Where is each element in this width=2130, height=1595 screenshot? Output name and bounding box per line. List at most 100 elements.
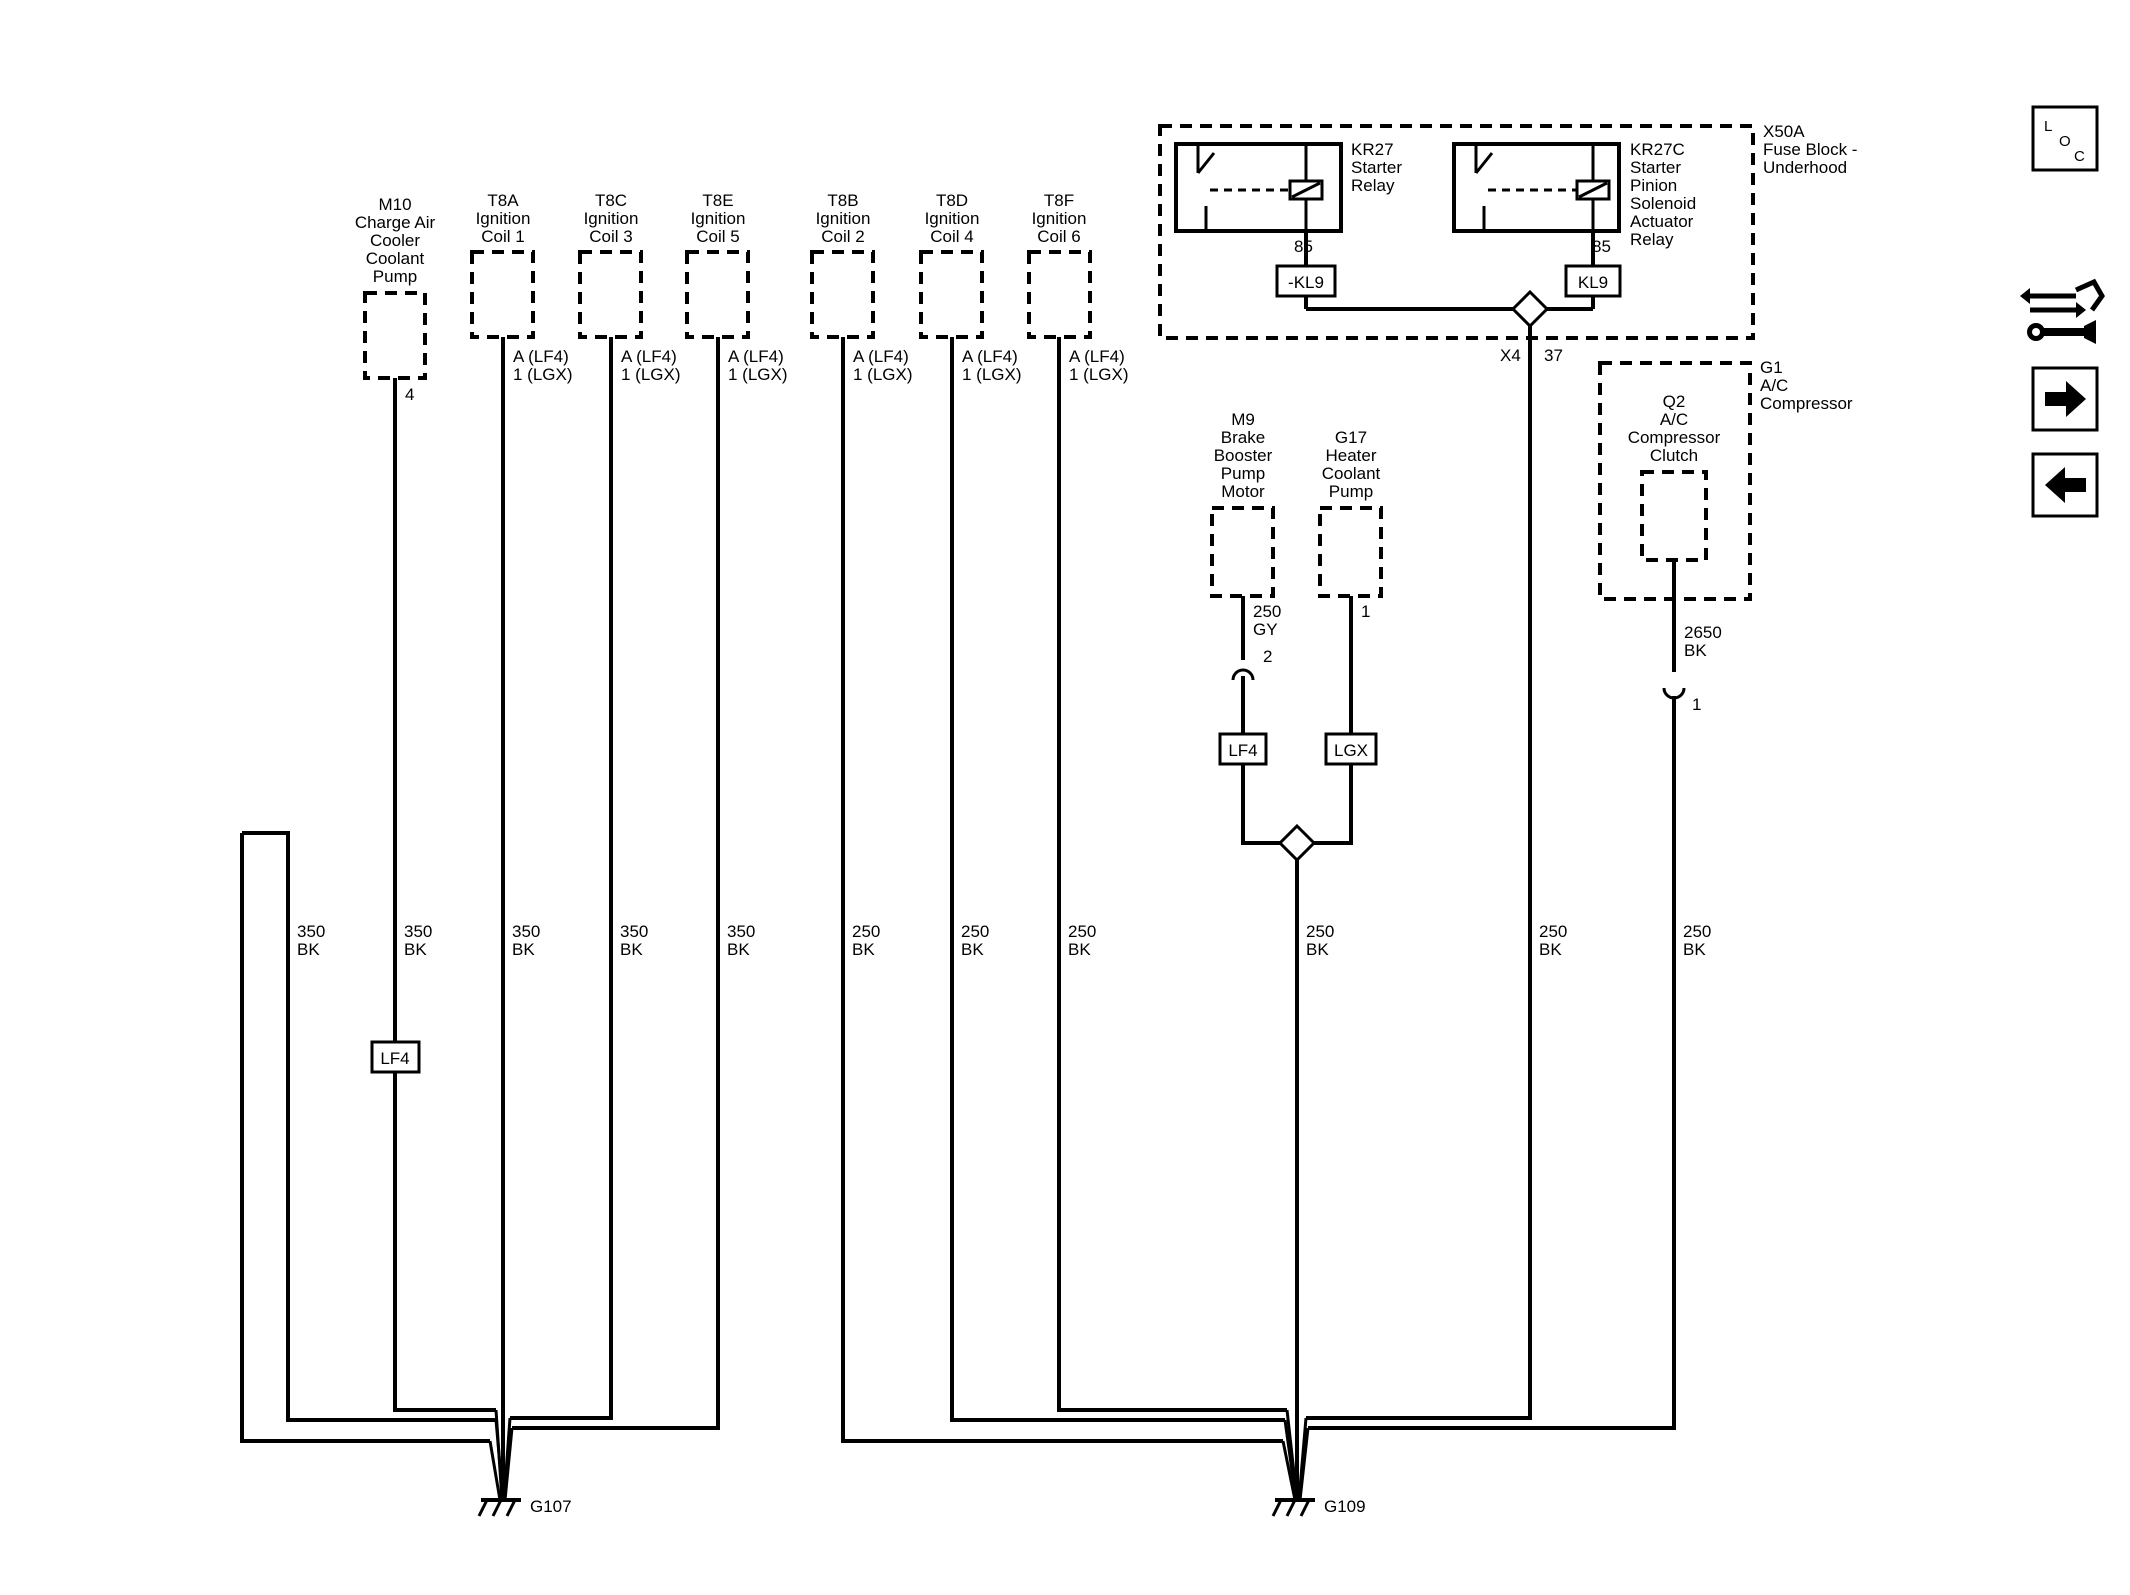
m10-id: M10 xyxy=(378,195,411,214)
m9-label-1: Brake xyxy=(1221,428,1265,447)
g17-label-3: Pump xyxy=(1329,482,1373,501)
relay-kr27c-label-2: Pinion xyxy=(1630,176,1677,195)
wire-label-gauge: 350 xyxy=(512,922,540,941)
q2-label-1: A/C xyxy=(1660,410,1688,429)
t8d-id: T8D xyxy=(936,191,968,210)
wire-label-color: BK xyxy=(1068,940,1091,959)
relay-kr27-label-1: Starter xyxy=(1351,158,1402,177)
arrow-left-icon xyxy=(2045,467,2086,503)
wire-label-gauge: 250 xyxy=(1068,922,1096,941)
m9-box xyxy=(1210,506,1275,598)
connector-tool-button[interactable] xyxy=(2020,278,2105,344)
m9-label-3: Pump xyxy=(1221,464,1265,483)
kr27c-pin-85: 85 xyxy=(1592,237,1611,256)
component-m10: M10 Charge Air Cooler Coolant Pump 4 xyxy=(355,195,436,404)
t8a-label-2: Coil 1 xyxy=(481,227,524,246)
component-g17: G17 Heater Coolant Pump 1 xyxy=(1318,428,1383,621)
relay-kr27c-label-3: Solenoid xyxy=(1630,194,1696,213)
relay-kr27c-box xyxy=(1452,142,1621,233)
m9-pin: 2 xyxy=(1263,647,1272,666)
t8f-label-1: Ignition xyxy=(1032,209,1087,228)
t8e-box xyxy=(685,250,750,339)
connector-m9 xyxy=(1231,668,1255,681)
t8d-label-1: Ignition xyxy=(925,209,980,228)
t8d-box xyxy=(919,250,984,339)
t8f-label-2: Coil 6 xyxy=(1037,227,1080,246)
t8b-label-1: Ignition xyxy=(816,209,871,228)
wire-t8e xyxy=(512,337,720,1430)
location-button[interactable]: L O C xyxy=(2031,105,2099,172)
m9-id: M9 xyxy=(1231,410,1255,429)
component-t8f: T8F Ignition Coil 6 A (LF4) 1 (LGX) xyxy=(1027,191,1129,384)
g17-box xyxy=(1318,506,1383,598)
t8d-pin-1: 1 (LGX) xyxy=(962,365,1022,384)
m10-label-4: Pump xyxy=(373,267,417,286)
compressor-g1: G1 A/C Compressor Q2 A/C Compressor Clut… xyxy=(1598,358,1853,601)
fuse-block-x50a: X50A Fuse Block - Underhood KR27 Starter… xyxy=(1158,122,1857,340)
wire-label-gauge: 350 xyxy=(620,922,648,941)
m10-box xyxy=(363,291,427,380)
g17-label-1: Heater xyxy=(1325,446,1376,465)
m10-label-1: Charge Air xyxy=(355,213,436,232)
previous-page-button[interactable] xyxy=(2031,452,2099,518)
g17-label-2: Coolant xyxy=(1322,464,1381,483)
t8a-box xyxy=(470,250,535,339)
wire-label-gauge: 250 xyxy=(852,922,880,941)
relay-kr27: KR27 Starter Relay xyxy=(1174,140,1402,233)
wrench-connector-icon xyxy=(2020,278,2105,344)
wire-t8b xyxy=(841,337,1283,1443)
wire-label-color: BK xyxy=(297,940,320,959)
ground-g109: G109 xyxy=(1271,1497,1366,1517)
q2-clutch-box xyxy=(1640,470,1708,562)
t8c-id: T8C xyxy=(595,191,627,210)
component-t8e: T8E Ignition Coil 5 A (LF4) 1 (LGX) xyxy=(685,191,788,384)
relay-kr27-id: KR27 xyxy=(1351,140,1394,159)
location-letter-c: C xyxy=(2074,148,2085,165)
splice-x50a xyxy=(1510,289,1550,329)
wire-label-color: BK xyxy=(1306,940,1329,959)
t8c-box xyxy=(578,250,643,339)
relay-kr27c-label-5: Relay xyxy=(1630,230,1674,249)
compressor-name-2: Compressor xyxy=(1760,394,1853,413)
fuse-block-outline xyxy=(1158,124,1755,340)
wire-t8f xyxy=(1057,337,1287,1412)
wire-label-gauge: 350 xyxy=(727,922,755,941)
wire-x50a-37 xyxy=(1306,326,1532,1420)
connector-x4-pin-37: 37 xyxy=(1544,346,1563,365)
t8d-pin-a: A (LF4) xyxy=(962,347,1018,366)
component-t8c: T8C Ignition Coil 3 A (LF4) 1 (LGX) xyxy=(578,191,681,384)
ground-g107-label: G107 xyxy=(530,1497,572,1516)
wire-label-gauge: 250 xyxy=(961,922,989,941)
splice-g109 xyxy=(1277,823,1317,863)
m10-label-3: Coolant xyxy=(366,249,425,268)
next-page-button[interactable] xyxy=(2031,366,2099,432)
q2-wire-gauge: 2650 xyxy=(1684,623,1722,642)
arrow-right-icon xyxy=(2045,381,2086,417)
wire-label-color: BK xyxy=(1539,940,1562,959)
t8e-label-2: Coil 5 xyxy=(696,227,739,246)
t8b-label-2: Coil 2 xyxy=(821,227,864,246)
relay-kr27c-id: KR27C xyxy=(1630,140,1685,159)
t8c-label-2: Coil 3 xyxy=(589,227,632,246)
t8d-label-2: Coil 4 xyxy=(930,227,973,246)
m9-label-4: Motor xyxy=(1221,482,1265,501)
wire-label-color: BK xyxy=(852,940,875,959)
wire-labels: 350 BK 350 BK 350 BK 350 BK 350 BK 250 B… xyxy=(297,922,1711,959)
relay-kr27c: KR27C Starter Pinion Solenoid Actuator R… xyxy=(1452,140,1696,249)
relay-kr27-box xyxy=(1174,142,1343,233)
fuse-block-name-2: Underhood xyxy=(1763,158,1847,177)
q2-label-3: Clutch xyxy=(1650,446,1698,465)
option-tag-kl9-neg-text: -KL9 xyxy=(1288,273,1324,292)
component-m9: M9 Brake Booster Pump Motor 250 GY 2 xyxy=(1210,410,1281,666)
option-tag-lgx-g17-text: LGX xyxy=(1334,741,1368,760)
t8f-pin-a: A (LF4) xyxy=(1069,347,1125,366)
t8f-pin-1: 1 (LGX) xyxy=(1069,365,1129,384)
m10-pin: 4 xyxy=(405,385,414,404)
t8e-label-1: Ignition xyxy=(691,209,746,228)
wire-label-gauge: 350 xyxy=(297,922,325,941)
wire-label-color: BK xyxy=(1683,940,1706,959)
t8a-pin-a: A (LF4) xyxy=(513,347,569,366)
relay-kr27c-label-1: Starter xyxy=(1630,158,1681,177)
t8c-label-1: Ignition xyxy=(584,209,639,228)
